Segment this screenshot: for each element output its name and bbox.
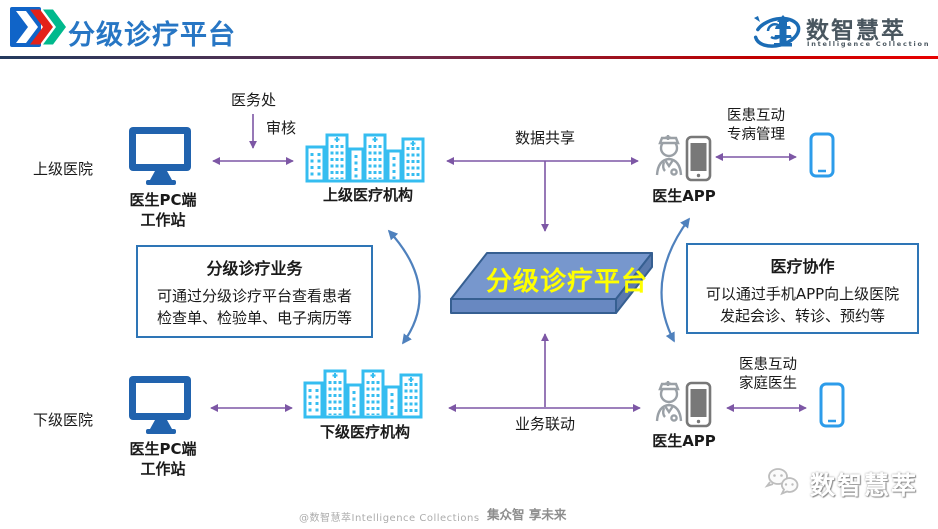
data-share-label: 数据共享 xyxy=(514,129,575,147)
lower-hospital-label: 下级医院 xyxy=(33,411,94,429)
upper-workstation-label: 医生PC端 工作站 xyxy=(129,191,197,229)
arc-left-orgs xyxy=(387,229,421,345)
watermark-text: 数智慧萃 xyxy=(810,471,919,500)
review-label: 审核 xyxy=(266,119,297,137)
upper-patient-phone-icon xyxy=(809,132,835,178)
patient-top-label: 医患互动 专病管理 xyxy=(727,108,785,143)
lower-doctor-app-icon xyxy=(655,381,712,428)
lower-patient-phone-icon xyxy=(819,382,845,428)
platform-3d-slab xyxy=(450,252,653,314)
left-info-box-body: 可通过分级诊疗平台查看患者 检查单、检验单、电子病历等 xyxy=(156,287,352,327)
left-info-box: 分级诊疗业务 可通过分级诊疗平台查看患者 检查单、检验单、电子病历等 xyxy=(136,245,373,338)
dept-label: 医务处 xyxy=(231,91,277,109)
lower-doctor-app-label: 医生APP xyxy=(652,432,716,450)
left-info-box-title: 分级诊疗业务 xyxy=(206,259,303,278)
lower-monitor-icon xyxy=(129,376,191,434)
triple-chevron-right-icon xyxy=(10,7,66,47)
upper-doctor-app-label: 医生APP xyxy=(652,187,716,205)
header-divider xyxy=(0,56,938,59)
watermark: 数智慧萃 xyxy=(762,466,918,502)
page-title: 分级诊疗平台 xyxy=(68,20,236,51)
lower-org-label: 下级医疗机构 xyxy=(319,423,410,441)
upper-doctor-app-icon xyxy=(655,135,712,182)
patient-bottom-label: 医患互动 家庭医生 xyxy=(739,357,797,392)
arc-right-apps xyxy=(660,217,690,343)
footer-slogan: 集众智 享未来 xyxy=(487,507,567,522)
right-info-box-body: 可以通过手机APP向上级医院 发起会诊、转诊、预约等 xyxy=(705,285,900,325)
right-info-box-title: 医疗协作 xyxy=(770,257,835,276)
wechat-bubbles-icon xyxy=(764,468,799,496)
upper-org-label: 上级医疗机构 xyxy=(322,186,413,204)
business-link-label: 业务联动 xyxy=(514,415,575,433)
upper-monitor-icon xyxy=(129,127,191,185)
right-info-box: 医疗协作 可以通过手机APP向上级医院 发起会诊、转诊、预约等 xyxy=(686,243,919,334)
brand-tagline: Intelligence Collection xyxy=(807,40,931,48)
platform-label: 分级诊疗平台 xyxy=(485,267,648,297)
lower-buildings-icon xyxy=(303,369,423,419)
pagoda-ellipse-logo-icon xyxy=(753,15,801,48)
upper-buildings-icon xyxy=(305,133,425,183)
lower-workstation-label: 医生PC端 工作站 xyxy=(129,440,197,478)
footer-credit: @数智慧萃Intelligence Collections xyxy=(299,513,480,524)
brand-name: 数智慧萃 xyxy=(806,18,906,44)
upper-hospital-label: 上级医院 xyxy=(33,160,94,178)
